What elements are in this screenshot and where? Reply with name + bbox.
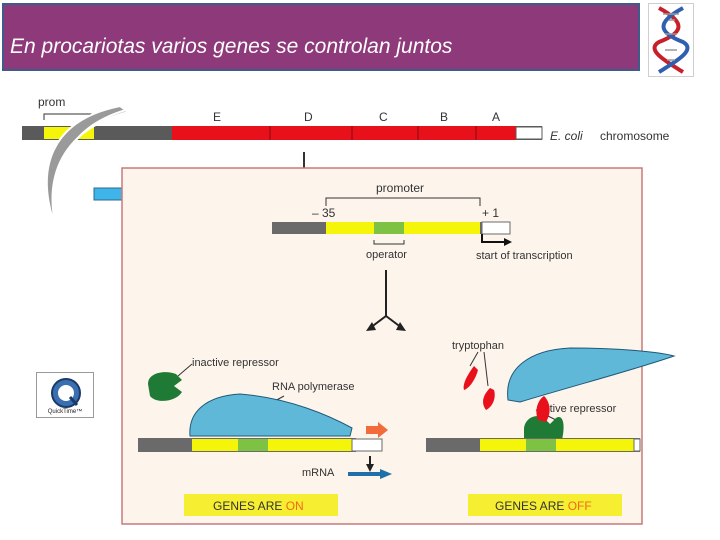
minus35-label: – 35 (312, 206, 336, 220)
quicktime-icon (51, 378, 81, 408)
partial-blue-bar (93, 187, 125, 201)
gene-label-a: A (492, 110, 500, 124)
genes-off-text: GENES ARE OFF (495, 499, 592, 513)
genes-off-state: OFF (568, 499, 592, 513)
dna-helix-icon (652, 6, 690, 74)
tryptophan-molecule-1 (463, 366, 478, 390)
bound-tryptophan (536, 396, 550, 422)
active-repressor-shape (524, 416, 564, 440)
branch-arrow (366, 270, 406, 331)
left-operator-region (238, 439, 268, 451)
left-promoter-region (192, 439, 352, 451)
right-operator-region (526, 439, 556, 451)
quicktime-label: QuickTime™ (47, 409, 83, 415)
chromosome-label: chromosome (600, 129, 670, 143)
genes-on-state: ON (286, 499, 304, 513)
chromosome-end (515, 126, 543, 140)
genes-on-box (184, 494, 338, 516)
title-bar: En procariotas varios genes se controlan… (2, 3, 640, 71)
slide-title: En procariotas varios genes se controlan… (10, 35, 453, 58)
transcription-start-arrow (481, 234, 506, 243)
active-repressor-label: active repressor (538, 403, 617, 415)
start-transcription-label: start of transcription (476, 250, 573, 262)
inactive-repressor-label: inactive repressor (192, 357, 279, 369)
operator-label: operator (366, 249, 407, 261)
genes-on-text: GENES ARE ON (213, 499, 304, 513)
quicktime-placeholder[interactable]: QuickTime™ (36, 372, 94, 418)
rna-polymerase-shape (189, 393, 353, 437)
genes-off-box (468, 494, 622, 516)
chromosome-promoter-label: prom (38, 95, 65, 109)
rna-polymerase-off-shape (507, 347, 676, 403)
gene-region (172, 126, 516, 140)
inset-promoter-label: promoter (376, 181, 424, 195)
inset-panel: promoter – 35 + 1 operator start of tran… (121, 167, 676, 525)
chromosome-bar (22, 126, 543, 140)
gene-label-c: C (379, 110, 388, 124)
gene-label-d: D (304, 110, 313, 124)
mrna-label: mRNA (302, 467, 335, 479)
inactive-repressor-shape (148, 372, 182, 401)
tryptophan-molecule-2 (483, 388, 495, 410)
rna-polymerase-label: RNA polymerase (272, 381, 355, 393)
genes-on-prefix: GENES ARE (213, 499, 286, 513)
operator-region (374, 222, 404, 234)
magnifier-swoosh (45, 104, 131, 229)
tryptophan-label: tryptophan (452, 340, 504, 352)
dna-logo (648, 3, 694, 77)
transcription-direction-arrow (366, 422, 388, 438)
genes-off-prefix: GENES ARE (495, 499, 568, 513)
plus1-label: + 1 (482, 206, 499, 220)
gene-label-b: B (440, 110, 448, 124)
species-label: E. coli (550, 129, 583, 143)
gene-label-e: E (213, 110, 221, 124)
right-promoter-region (480, 439, 634, 451)
